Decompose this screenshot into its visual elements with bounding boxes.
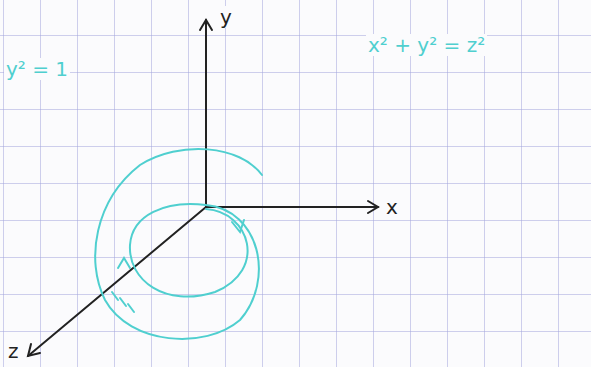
y-arrowhead bbox=[200, 20, 212, 30]
axis-label: z bbox=[6, 340, 21, 362]
z-arrowhead bbox=[28, 344, 40, 356]
direction-tick bbox=[232, 220, 244, 232]
axis-label: x bbox=[384, 196, 400, 218]
axis-label: y bbox=[218, 6, 234, 28]
direction-tick bbox=[118, 258, 130, 268]
y-axis bbox=[205, 20, 207, 207]
x-arrowhead bbox=[368, 201, 378, 213]
coordinate-axes bbox=[28, 20, 378, 356]
spiral-curve bbox=[95, 149, 262, 339]
equation-label: x² + y² = z² bbox=[366, 34, 487, 56]
spiral-path bbox=[95, 149, 262, 339]
z-axis bbox=[28, 207, 206, 356]
equation-label: y² = 1 bbox=[4, 58, 70, 80]
x-axis bbox=[206, 206, 378, 208]
direction-tick bbox=[112, 292, 134, 312]
